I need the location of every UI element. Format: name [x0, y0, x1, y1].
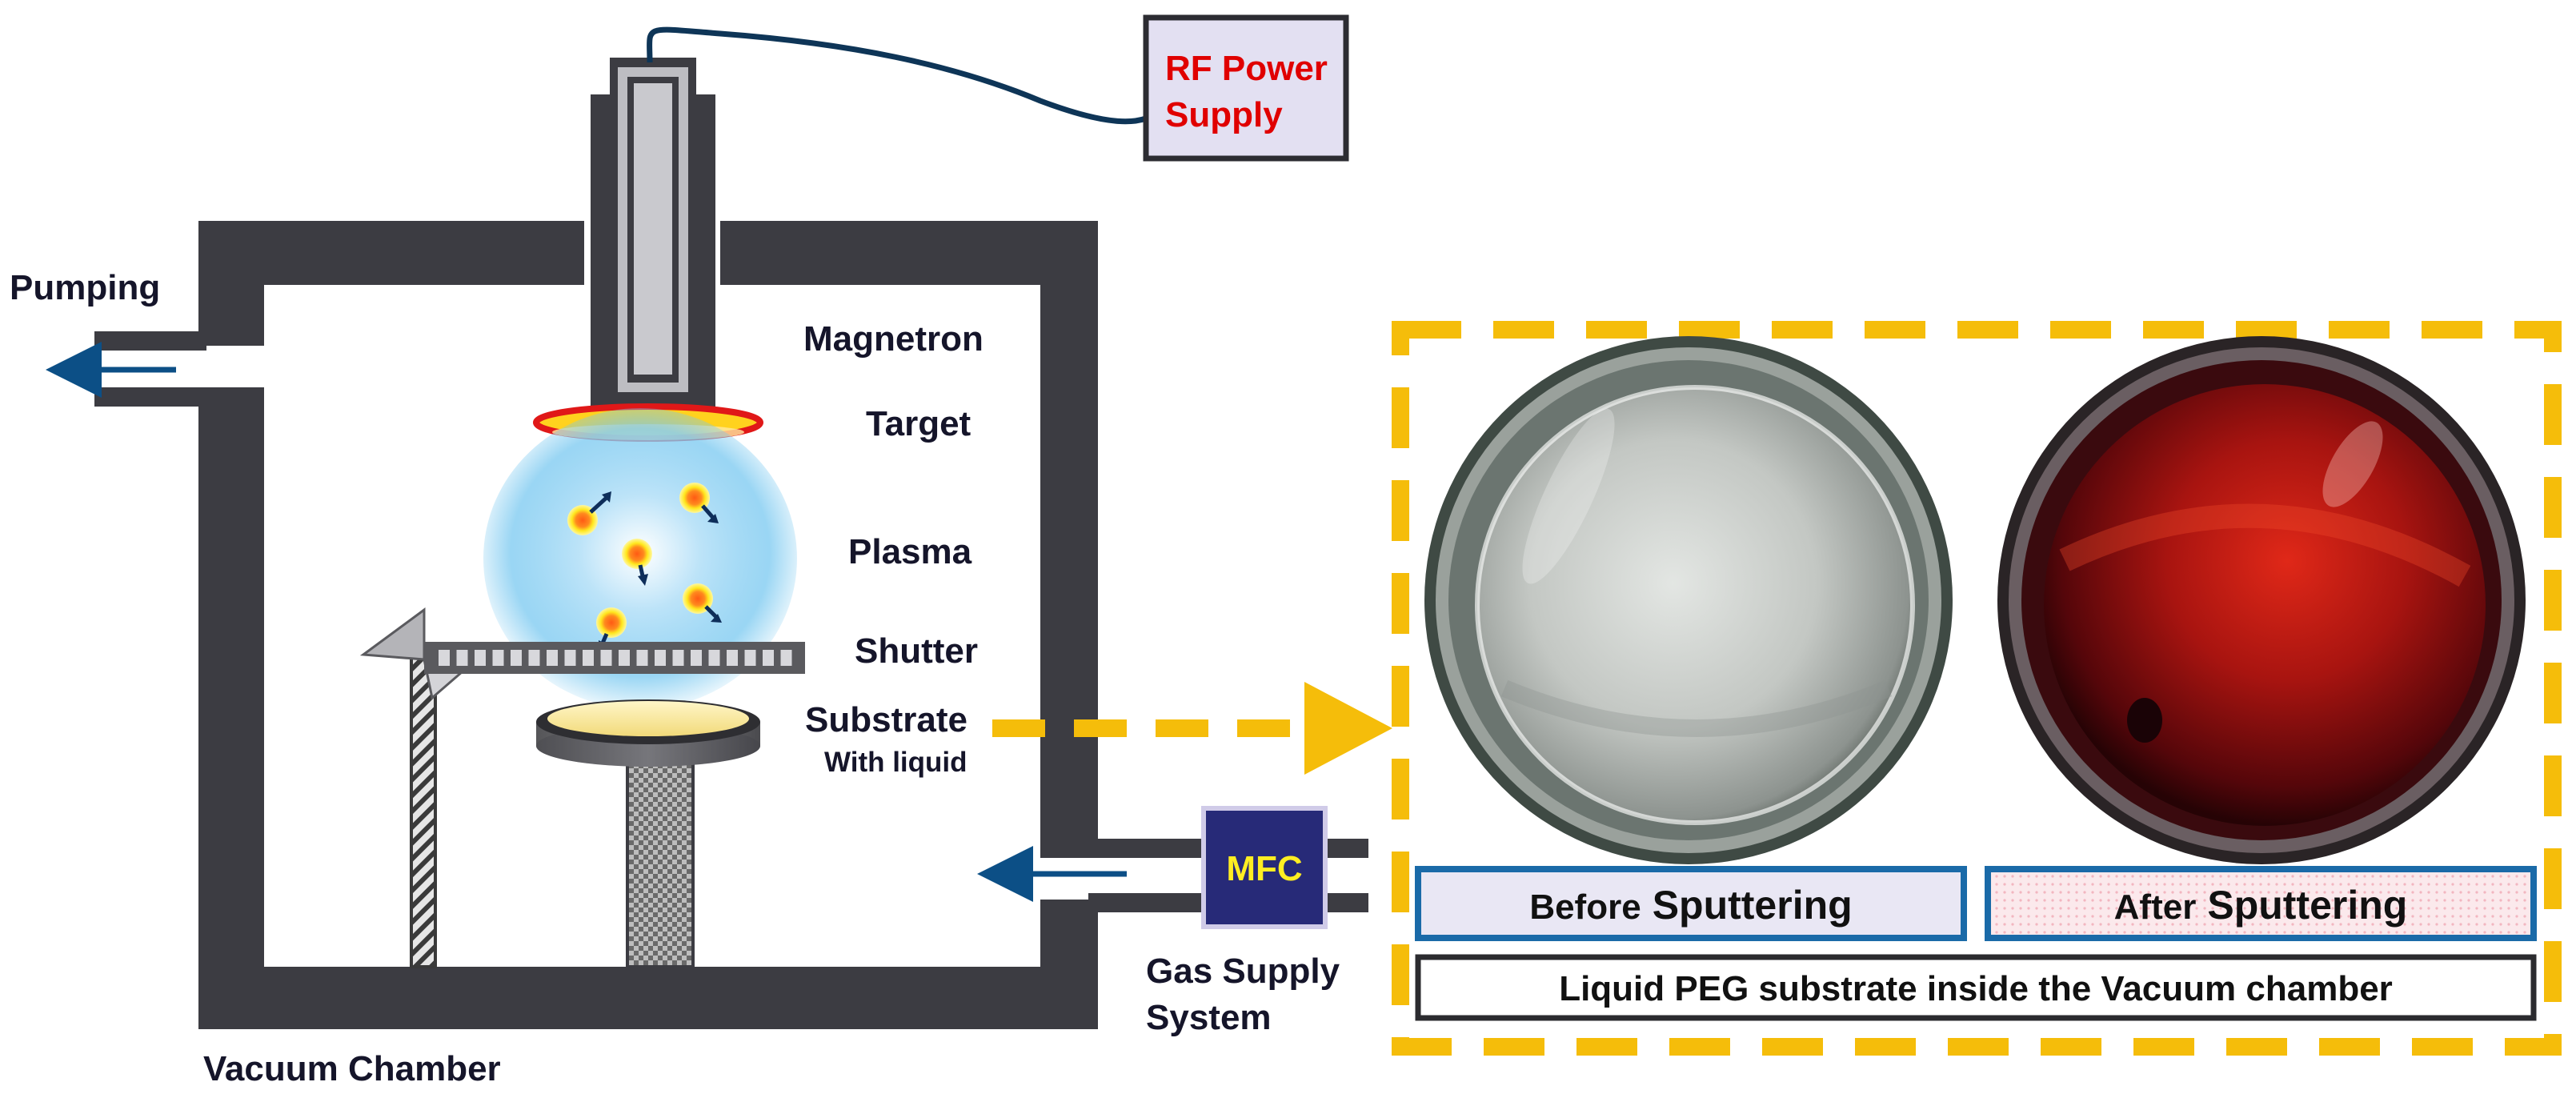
shutter-hole: [492, 650, 504, 666]
before-sputtering-label: Before Sputtering: [1415, 866, 1967, 941]
shutter-hole: [511, 650, 522, 666]
shutter-hole: [456, 650, 468, 666]
after-suffix: Sputtering: [2207, 883, 2407, 928]
mfc-label: MFC: [1226, 849, 1302, 888]
shutter-hole: [583, 650, 594, 666]
shutter-hole: [528, 650, 540, 666]
shutter-hole: [547, 650, 558, 666]
shutter-hole: [636, 650, 648, 666]
shutter-label: Shutter: [855, 631, 978, 671]
mfc-box: MFC: [1201, 806, 1328, 929]
pumping-label: Pumping: [10, 268, 160, 307]
shutter-hole: [763, 650, 774, 666]
gas-supply-label-line2: System: [1146, 998, 1272, 1037]
shutter-hole: [691, 650, 702, 666]
shutter-holes: [439, 650, 792, 666]
shutter-hole: [708, 650, 720, 666]
rf-power-label-line1: RF Power: [1165, 49, 1328, 88]
after-sputtering-label: After Sputtering: [1985, 866, 2537, 941]
magnetron-label: Magnetron: [803, 319, 984, 359]
ion-particle-icon: [683, 583, 722, 623]
shutter-hole: [600, 650, 612, 666]
before-dish-photo: [1424, 336, 1953, 864]
pumping-port: [46, 331, 206, 407]
shutter-hole: [727, 650, 738, 666]
target-label: Target: [866, 404, 972, 443]
substrate-holder: [536, 699, 760, 968]
rf-cable: [647, 26, 1148, 125]
after-prefix: After: [2114, 888, 2197, 927]
before-sputtering-text: Before Sputtering: [1529, 883, 1852, 928]
rf-power-label-line2: Supply: [1165, 95, 1283, 134]
magnetron: [591, 58, 715, 413]
photo-panel: Before Sputtering After Sputtering Liquid …: [1392, 321, 2562, 1056]
photo-caption: Liquid PEG substrate inside the Vacuum c…: [1415, 954, 2537, 1021]
before-prefix: Before: [1529, 888, 1641, 927]
after-dish-photo: [1997, 336, 2526, 864]
after-sputtering-text: After Sputtering: [2114, 883, 2408, 928]
rf-power-supply: RF Power Supply: [1143, 14, 1349, 162]
vacuum-chamber-label: Vacuum Chamber: [203, 1049, 501, 1088]
shutter-hole: [439, 650, 450, 666]
plasma-label: Plasma: [848, 532, 972, 571]
ion-particle-icon: [679, 483, 719, 523]
shutter-hole: [672, 650, 684, 666]
shutter-hole: [744, 650, 756, 666]
before-suffix: Sputtering: [1653, 883, 1853, 928]
shutter-hole: [475, 650, 486, 666]
shutter-hole: [564, 650, 576, 666]
shutter-hole: [619, 650, 630, 666]
ion-particle-icon: [622, 539, 652, 586]
dashed-arrow-icon: [992, 682, 1392, 775]
photo-caption-text: Liquid PEG substrate inside the Vacuum c…: [1559, 969, 2393, 1008]
shutter: [359, 607, 805, 968]
shutter-hole: [655, 650, 666, 666]
substrate-sublabel: With liquid: [824, 747, 968, 778]
shutter-hole: [780, 650, 792, 666]
substrate-label: Substrate: [805, 700, 968, 739]
gas-supply-label-line1: Gas Supply: [1146, 952, 1340, 991]
ion-particle-icon: [567, 491, 611, 535]
